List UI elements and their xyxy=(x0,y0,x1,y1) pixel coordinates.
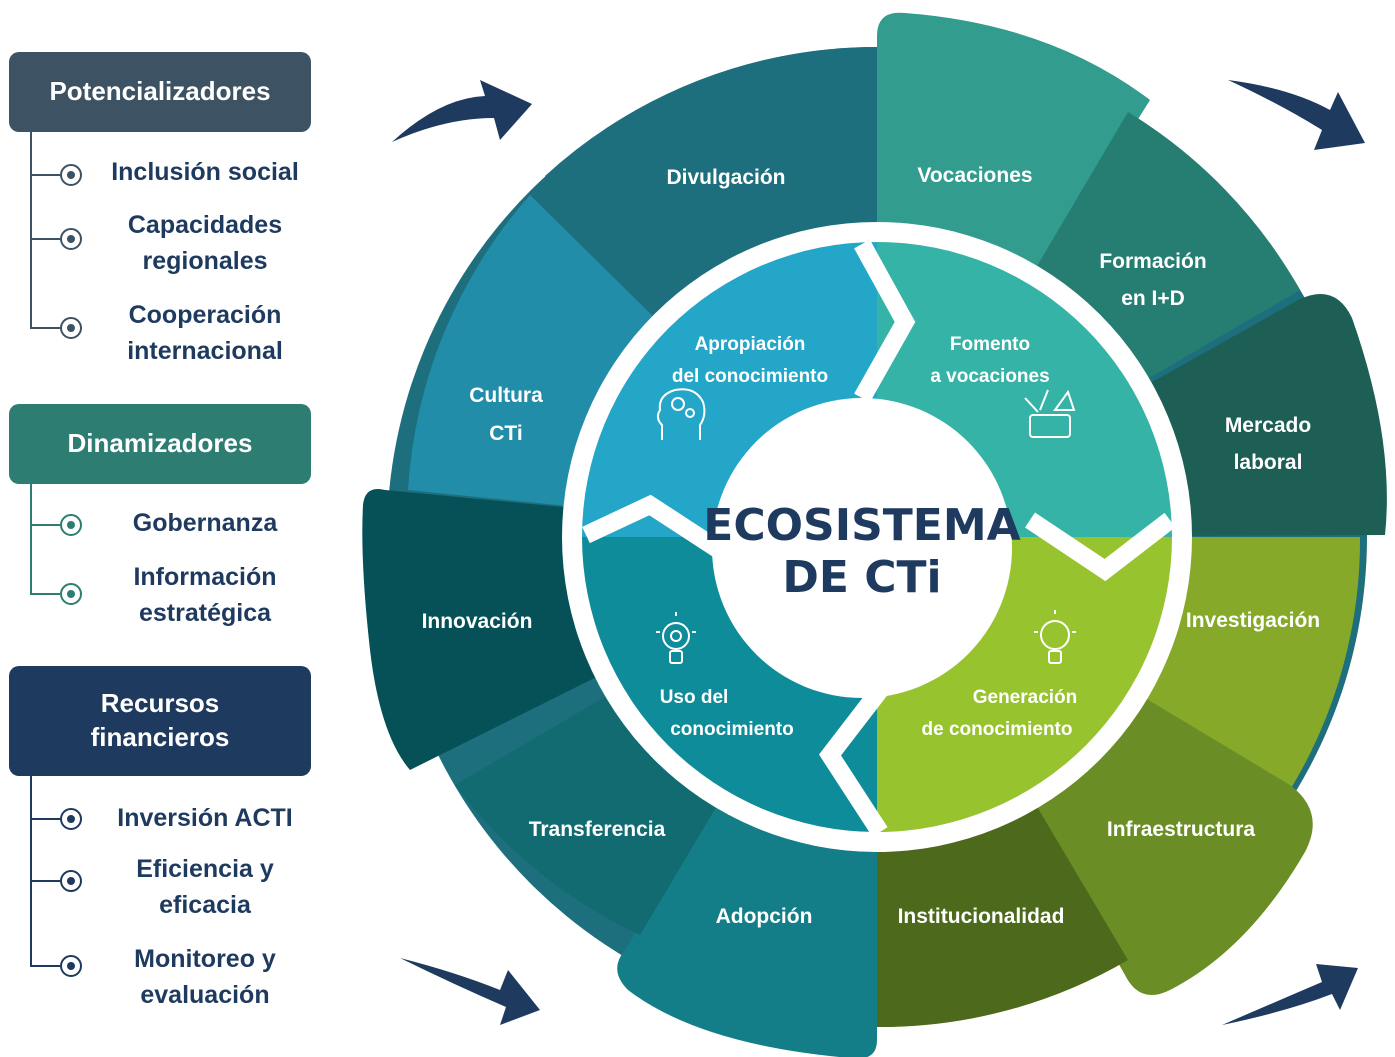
center-title-line2: DE CTi xyxy=(782,552,941,603)
inner-label-fomento-2: a vocaciones xyxy=(930,366,1049,387)
tree-branch xyxy=(30,327,60,329)
inner-label-uso-2: conocimiento xyxy=(670,719,794,740)
bullet-icon xyxy=(60,808,82,830)
inner-label-apropiacion-2: del conocimiento xyxy=(672,366,828,387)
bullet-icon xyxy=(60,228,82,250)
outer-label-cultura-1: Cultura xyxy=(469,384,543,407)
list-item: Monitoreo y evaluación xyxy=(134,945,276,1010)
center-title-line1: ECOSISTEMA xyxy=(703,500,1020,551)
tree-connector xyxy=(30,132,32,328)
outer-label-formacion-2: en I+D xyxy=(1121,287,1185,310)
bullet-icon xyxy=(60,317,82,339)
inner-label-fomento-1: Fomento xyxy=(950,334,1030,355)
inner-label-generacion-1: Generación xyxy=(973,687,1078,708)
inner-label-generacion-2: de conocimiento xyxy=(922,719,1073,740)
arrow-bottom-left-icon xyxy=(400,958,540,1025)
group-header-dinamizadores: Dinamizadores xyxy=(9,404,311,484)
tree-branch xyxy=(30,965,60,967)
group-title: Dinamizadores xyxy=(67,428,253,459)
list-item: Inversión ACTI xyxy=(117,804,293,832)
bullet-icon xyxy=(60,870,82,892)
tree-branch xyxy=(30,880,60,882)
arrow-top-right-icon xyxy=(1228,80,1365,150)
tree-connector xyxy=(30,484,32,594)
tree-connector xyxy=(30,776,32,966)
bullet-icon xyxy=(60,514,82,536)
list-item: Cooperación internacional xyxy=(127,301,283,366)
chevron-divider xyxy=(1025,512,1176,582)
bullet-icon xyxy=(60,583,82,605)
arrow-top-left-icon xyxy=(392,80,532,142)
bullet-icon xyxy=(60,955,82,977)
outer-label-infraestructura: Infraestructura xyxy=(1107,818,1256,841)
group-header-recursos-financieros: Recursos financieros xyxy=(9,666,311,776)
tree-branch xyxy=(30,174,60,176)
group-title: Potencializadores xyxy=(49,76,271,107)
outer-label-innovacion: Innovación xyxy=(422,610,533,633)
chevron-divider xyxy=(818,684,888,837)
chevron-divider xyxy=(582,494,727,560)
head-gears-icon xyxy=(656,388,706,440)
list-item: Capacidades regionales xyxy=(127,211,283,276)
outer-label-mercado-1: Mercado xyxy=(1225,414,1311,437)
inner-label-uso-1: Uso del xyxy=(660,687,729,708)
lightbulb-icon xyxy=(1034,610,1076,664)
list-item: Información estratégica xyxy=(133,563,277,628)
list-item: Gobernanza xyxy=(132,509,278,537)
tools-icon xyxy=(1024,389,1076,438)
chevron-divider xyxy=(854,239,916,403)
outer-label-institucionalidad: Institucionalidad xyxy=(898,905,1065,928)
list-item: Eficiencia y eficacia xyxy=(136,855,274,920)
outer-label-cultura-2: CTi xyxy=(489,422,522,445)
tree-branch xyxy=(30,238,60,240)
outer-label-mercado-2: laboral xyxy=(1234,451,1303,474)
outer-label-transferencia: Transferencia xyxy=(529,818,666,841)
center-circle xyxy=(712,398,1012,698)
group-title: Recursos financieros xyxy=(90,688,230,752)
bullet-icon xyxy=(60,164,82,186)
outer-label-formacion-1: Formación xyxy=(1099,250,1206,273)
arrow-bottom-right-icon xyxy=(1222,964,1358,1025)
tree-branch xyxy=(30,593,60,595)
outer-label-divulgacion: Divulgación xyxy=(666,166,785,189)
group-header-potencializadores: Potencializadores xyxy=(9,52,311,132)
outer-label-vocaciones: Vocaciones xyxy=(917,164,1032,187)
inner-label-apropiacion-1: Apropiación xyxy=(695,334,806,355)
tree-branch xyxy=(30,818,60,820)
outer-label-investigacion: Investigación xyxy=(1186,609,1320,632)
tree-branch xyxy=(30,524,60,526)
lightbulb-gear-icon xyxy=(656,612,696,664)
outer-label-adopcion: Adopción xyxy=(716,905,813,928)
list-item: Inclusión social xyxy=(111,158,299,186)
